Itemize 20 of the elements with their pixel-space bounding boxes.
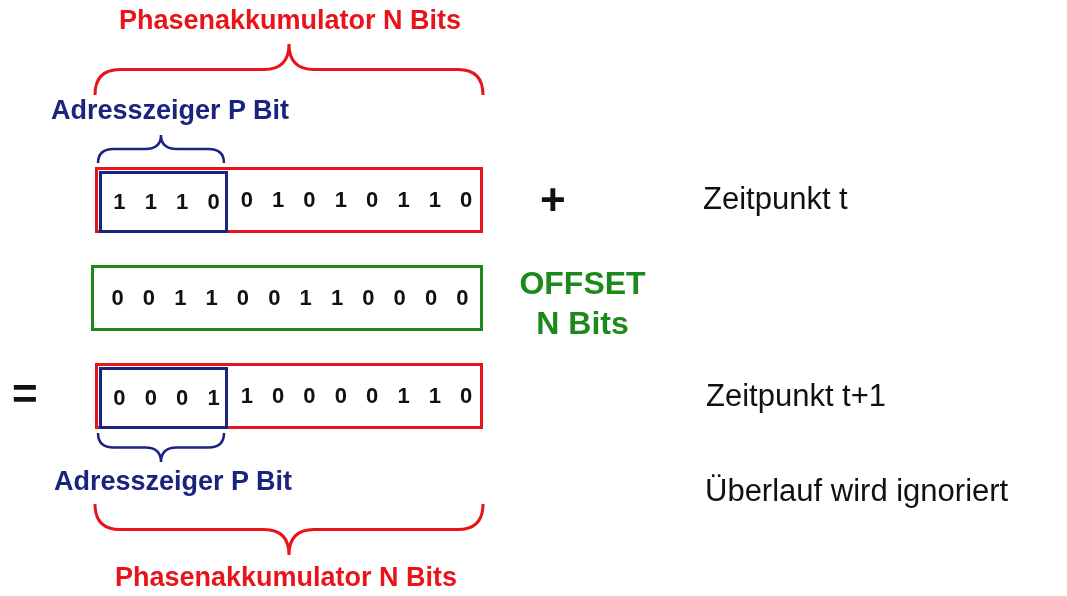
- register-box: [95, 363, 483, 429]
- pointer-width-label: Adresszeiger P Bit: [51, 96, 290, 126]
- register-box: [95, 167, 483, 233]
- pointer-width-label: Adresszeiger P Bit: [54, 467, 293, 497]
- offset-box: [91, 265, 483, 331]
- plus-sign: +: [540, 176, 566, 225]
- bit-sequence: 1 1 1 0: [112, 189, 221, 215]
- equals-sign: =: [12, 370, 38, 419]
- bit-width-label: Phasenakkumulator N Bits: [115, 563, 458, 593]
- time-label: Zeitpunkt t+1: [706, 379, 887, 414]
- bit-sequence: 1 0 0 0 0 1 1 0: [239, 383, 474, 409]
- pointer-box: [99, 171, 228, 233]
- offset-caption: OFFSET N Bits: [518, 264, 647, 343]
- bit-sequence: 0 0 0 1: [112, 385, 221, 411]
- bit-sequence: 0 0 1 1 0 0 1 1 0 0 0 0: [110, 285, 470, 311]
- bit-width-label: Phasenakkumulator N Bits: [119, 6, 462, 36]
- overflow-note: Überlauf wird ignoriert: [705, 474, 1009, 509]
- pointer-box: [99, 367, 228, 429]
- bit-sequence: 0 1 0 1 0 1 1 0: [239, 187, 474, 213]
- time-label: Zeitpunkt t: [703, 182, 848, 217]
